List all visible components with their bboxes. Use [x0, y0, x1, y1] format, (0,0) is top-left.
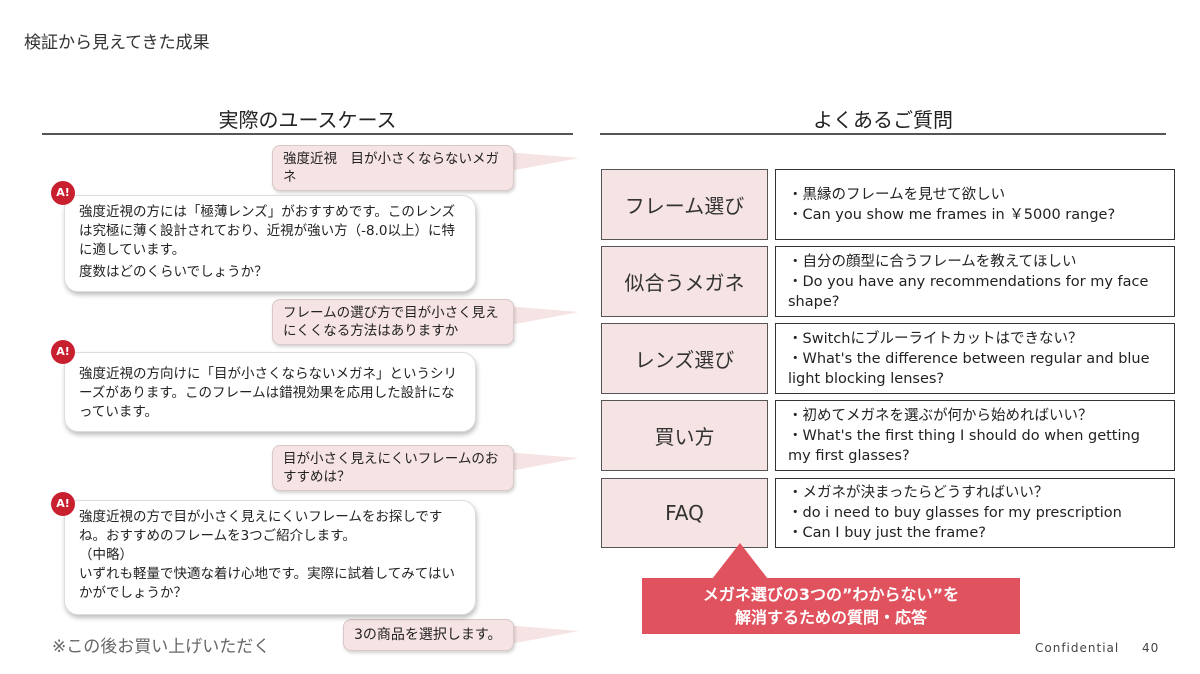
faq-category: 買い方	[601, 400, 768, 471]
faq-item: ・メガネが決まったらどうすればいい？	[788, 485, 1049, 501]
faq-answer: ・自分の顔型に合うフレームを教えてほしい ・Do you have any re…	[775, 246, 1175, 317]
faq-answer: ・Switchにブルーライトカットはできない？ ・What's the diff…	[775, 323, 1175, 394]
ai-badge-icon: A!	[51, 492, 75, 516]
faq-item: ・Can I buy just the frame?	[788, 525, 986, 541]
user-message: 目が小さく見えにくいフレームのおすすめは？	[272, 445, 514, 491]
ai-message: 強度近視の方には「極薄レンズ」がおすすめです。このレンズは究極に薄く設計されてお…	[64, 195, 476, 292]
bubble-tail	[505, 306, 579, 326]
callout-line: 解消するための質問・応答	[734, 608, 927, 627]
ai-badge-icon: A!	[51, 340, 75, 364]
faq-answer: ・メガネが決まったらどうすればいい？ ・do i need to buy gla…	[775, 478, 1175, 548]
summary-callout: メガネ選びの3つの”わからない”を 解消するための質問・応答	[642, 578, 1020, 634]
faq-item: ・初めてメガネを選ぶが何から始めればいい？	[788, 407, 1093, 424]
left-heading: 実際のユースケース	[218, 108, 397, 132]
faq-item: ・Switchにブルーライトカットはできない？	[788, 330, 1083, 347]
faq-item: ・What's the difference between regular a…	[788, 350, 1150, 387]
confidential-label: Confidential	[1035, 641, 1120, 655]
bubble-tail	[505, 452, 579, 472]
footer: Confidential 40	[1035, 641, 1159, 655]
faq-category: レンズ選び	[601, 323, 768, 394]
faq-category: FAQ	[601, 478, 768, 548]
right-heading: よくあるご質問	[813, 108, 953, 132]
ai-message-text: いずれも軽量で快適な着け心地です。実際に試着してみてはいかがでしょうか？	[79, 566, 455, 601]
page-number: 40	[1142, 641, 1160, 655]
bubble-tail	[505, 152, 579, 172]
ai-message: 強度近視の方向けに「目が小さくならないメガネ」というシリーズがあります。このフレ…	[64, 352, 476, 432]
ai-message: 強度近視の方で目が小さく見えにくいフレームをお探しですね。おすすめのフレームを3…	[64, 500, 476, 615]
user-message: 3の商品を選択します。	[343, 619, 514, 651]
user-message: フレームの選び方で目が小さく見えにくくなる方法はありますか	[272, 299, 514, 345]
faq-item: ・自分の顔型に合うフレームを教えてほしい	[788, 253, 1077, 270]
ai-message-text: 強度近視の方には「極薄レンズ」がおすすめです。このレンズは究極に薄く設計されてお…	[79, 204, 456, 258]
ai-message-text: 強度近視の方向けに「目が小さくならないメガネ」というシリーズがあります。このフレ…	[79, 366, 457, 420]
ai-message-text: 度数はどのくらいでしょうか？	[79, 264, 268, 280]
callout-pointer	[712, 543, 768, 579]
user-message: 強度近視 目が小さくならないメガネ	[272, 145, 514, 191]
left-divider	[42, 133, 573, 135]
bubble-tail	[505, 625, 579, 645]
faq-item: ・do i need to buy glasses for my prescri…	[788, 505, 1122, 521]
faq-category: フレーム選び	[601, 169, 768, 240]
ai-message-text: （中略）	[79, 547, 133, 563]
ai-badge-icon: A!	[51, 181, 75, 205]
right-divider	[600, 133, 1166, 135]
slide-title: 検証から見えてきた成果	[24, 33, 210, 53]
faq-answer: ・初めてメガネを選ぶが何から始めればいい？ ・What's the first …	[775, 400, 1175, 471]
faq-category: 似合うメガネ	[601, 246, 768, 317]
purchase-note: ※この後お買い上げいただく	[52, 637, 271, 657]
callout-line: メガネ選びの3つの”わからない”を	[702, 585, 960, 604]
ai-message-text: 強度近視の方で目が小さく見えにくいフレームをお探しですね。おすすめのフレームを3…	[79, 509, 443, 544]
faq-item: ・黒縁のフレームを見せて欲しい	[788, 186, 1006, 203]
faq-item: ・Can you show me frames in ￥5000 range?	[788, 206, 1116, 223]
faq-answer: ・黒縁のフレームを見せて欲しい ・Can you show me frames …	[775, 169, 1175, 240]
faq-item: ・Do you have any recommendations for my …	[788, 273, 1149, 310]
faq-item: ・What's the first thing I should do when…	[788, 427, 1140, 464]
